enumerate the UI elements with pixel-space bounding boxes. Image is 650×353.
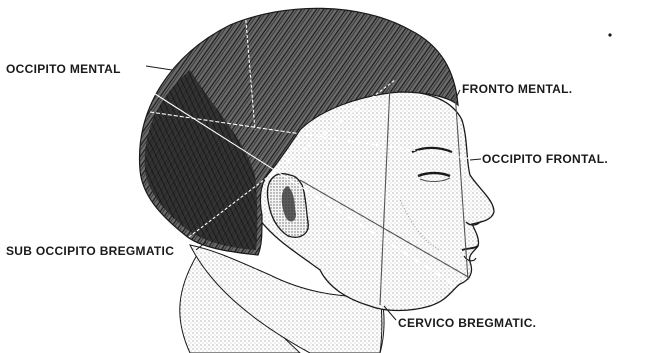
label-cervico-bregmatic: CERVICO BREGMATIC. [398,316,536,330]
label-occipito-frontal: OCCIPITO FRONTAL. [482,152,608,166]
label-occipito-mental: OCCIPITO MENTAL [6,62,121,76]
stray-dot [608,33,611,36]
label-fronto-mental: FRONTO MENTAL. [462,82,572,96]
label-sub-occipito-bregmatic: SUB OCCIPITO BREGMATIC [6,244,174,258]
leader-occipito-mental [146,66,172,70]
